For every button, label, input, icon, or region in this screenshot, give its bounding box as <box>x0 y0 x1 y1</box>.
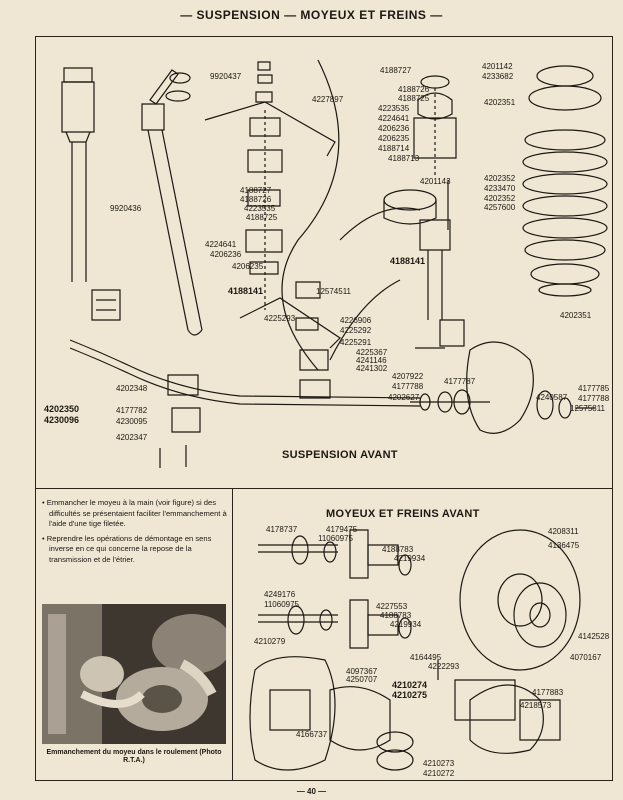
part-label-4188713: 4188713 <box>388 154 420 163</box>
part-label-4225291: 4225291 <box>340 338 372 347</box>
part-label-4210275: 4210275 <box>392 690 428 700</box>
part-label-4223535: 4223535 <box>378 104 410 113</box>
part-label-11060975-b: 11060975 <box>264 600 299 609</box>
part-label-4250707: 4250707 <box>346 675 378 684</box>
part-label-4201142: 4201142 <box>482 62 513 71</box>
part-label-4218573: 4218573 <box>520 701 552 710</box>
divider-vertical <box>232 488 233 781</box>
part-label-4208311: 4208311 <box>548 527 579 536</box>
part-label-4224641: 4224641 <box>378 114 410 123</box>
part-label-4225293: 4225293 <box>264 314 296 323</box>
part-label-4188727: 4188727 <box>380 66 412 75</box>
part-label-4177785: 4177785 <box>578 384 610 393</box>
part-label-4177787: 4177787 <box>444 377 476 386</box>
note-item: Reprendre les opérations de démontage en… <box>42 534 227 566</box>
part-label-4177883: 4177883 <box>532 688 564 697</box>
part-label-4210273: 4210273 <box>423 759 455 768</box>
part-label-4206236: 4206236 <box>378 124 410 133</box>
part-label-4206236-b: 4206236 <box>210 250 242 259</box>
part-label-4177782: 4177782 <box>116 406 148 415</box>
part-label-4233682: 4233682 <box>482 72 514 81</box>
part-label-4188725: 4188725 <box>398 94 430 103</box>
part-label-4202351: 4202351 <box>484 98 516 107</box>
part-label-4188141: 4188141 <box>228 286 264 296</box>
hub-fitting-photo <box>42 604 226 744</box>
part-label-4202347: 4202347 <box>116 433 148 442</box>
photo-image <box>42 604 226 744</box>
notes-block: Emmancher le moyeu à la main (voir figur… <box>42 498 227 569</box>
part-label-4222293: 4222293 <box>428 662 460 671</box>
part-label-4219934: 4219934 <box>394 554 426 563</box>
part-label-4240587: 4240587 <box>536 393 568 402</box>
part-label-4178737: 4178737 <box>266 525 298 534</box>
suspension-title: SUSPENSION AVANT <box>282 449 398 461</box>
part-label-12575811: 12575811 <box>570 404 605 413</box>
part-label-4142528: 4142528 <box>578 632 610 641</box>
part-label-4188783-b: 4188783 <box>380 611 412 620</box>
page-number: — 40 — <box>296 787 327 796</box>
part-label-4210272: 4210272 <box>423 769 455 778</box>
part-label-4226906: 4226906 <box>340 316 372 325</box>
part-label-4223535-b: 4223535 <box>244 204 276 213</box>
part-label-4241302: 4241302 <box>356 364 388 373</box>
part-label-4206235-b: 4206235 <box>232 262 264 271</box>
part-label-4179475: 4179475 <box>326 525 358 534</box>
part-label-4070167: 4070167 <box>570 653 602 662</box>
part-label-4202627: 4202627 <box>388 393 420 402</box>
part-label-4097367: 4097367 <box>346 667 378 676</box>
note-item: Emmancher le moyeu à la main (voir figur… <box>42 498 227 530</box>
content-frame <box>35 36 613 781</box>
part-label-4210279: 4210279 <box>254 637 286 646</box>
part-label-4177788: 4177788 <box>392 382 424 391</box>
photo-caption: Emmanchement du moyeu dans le roulement … <box>46 749 222 764</box>
part-label-4227897: 4227897 <box>312 95 344 104</box>
part-label-4241146: 4241146 <box>356 356 387 365</box>
part-label-9920437: 9920437 <box>210 72 242 81</box>
part-label-9920436: 9920436 <box>110 204 142 213</box>
part-label-4230095: 4230095 <box>116 417 148 426</box>
page-header: — SUSPENSION — MOYEUX ET FREINS — <box>180 8 443 22</box>
part-label-4206235: 4206235 <box>378 134 410 143</box>
part-label-4224641-b: 4224641 <box>205 240 237 249</box>
part-label-4188726: 4188726 <box>398 85 430 94</box>
part-label-4164495: 4164495 <box>410 653 442 662</box>
part-label-4225292: 4225292 <box>340 326 372 335</box>
part-label-4210274: 4210274 <box>392 680 428 690</box>
part-label-4207922: 4207922 <box>392 372 424 381</box>
part-label-4188714: 4188714 <box>378 144 410 153</box>
part-label-4249176: 4249176 <box>264 590 296 599</box>
part-label-12574511: 12574511 <box>316 287 351 296</box>
part-label-4177788-b: 4177788 <box>578 394 610 403</box>
part-label-4202350: 4202350 <box>44 404 80 414</box>
part-label-4188141-b: 4188141 <box>390 256 426 266</box>
part-label-11060975: 11060975 <box>318 534 353 543</box>
part-label-4230096: 4230096 <box>44 415 80 425</box>
part-label-4136475: 4136475 <box>548 541 580 550</box>
moyeux-title: MOYEUX ET FREINS AVANT <box>326 508 480 520</box>
part-label-4202352-b: 4202352 <box>484 194 516 203</box>
part-label-4202352: 4202352 <box>484 174 516 183</box>
part-label-4188726-b: 4188726 <box>240 195 272 204</box>
divider-horizontal <box>35 488 613 489</box>
part-label-4202351-b: 4202351 <box>560 311 592 320</box>
part-label-4202348: 4202348 <box>116 384 148 393</box>
part-label-4219934-b: 4219934 <box>390 620 422 629</box>
part-label-4188783: 4188783 <box>382 545 414 554</box>
part-label-4188727-b: 4188727 <box>240 186 272 195</box>
part-label-4257600: 4257600 <box>484 203 516 212</box>
part-label-4188725-b: 4188725 <box>246 213 278 222</box>
part-label-4233470: 4233470 <box>484 184 516 193</box>
part-label-4227553: 4227553 <box>376 602 408 611</box>
part-label-4166737: 4166737 <box>296 730 328 739</box>
part-label-4201143: 4201143 <box>420 177 451 186</box>
part-label-4225367: 4225367 <box>356 348 388 357</box>
